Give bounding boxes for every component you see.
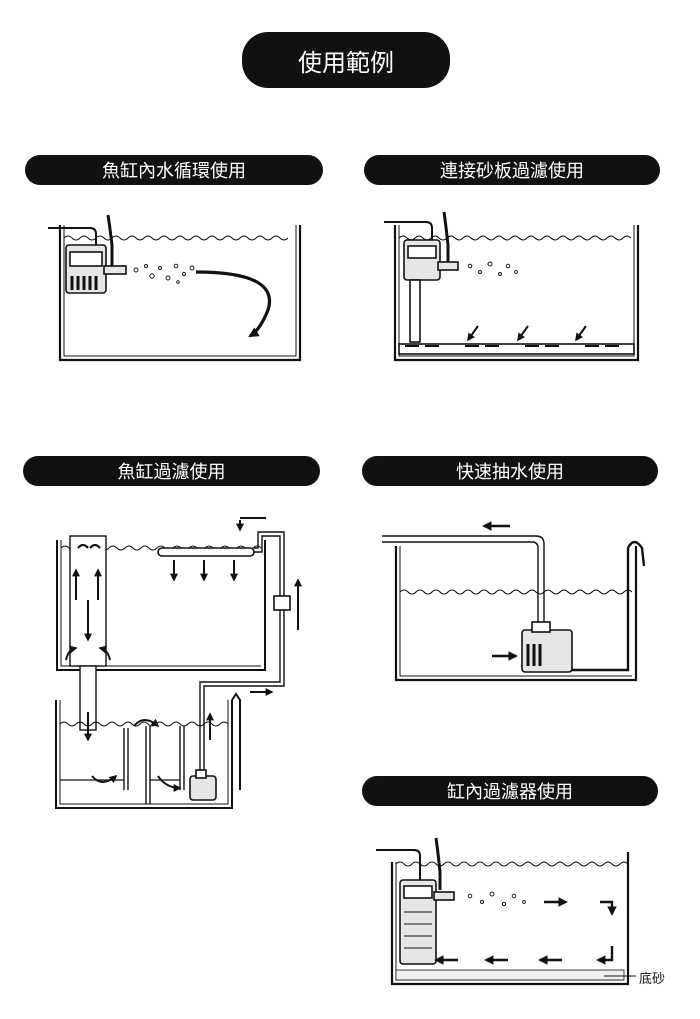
water-surface-wave [59,721,229,727]
pump-icon [521,621,573,673]
pump-icon [65,244,127,294]
pump-icon [403,239,459,343]
section-title-tank-filtration: 魚缸過濾使用 [23,456,320,486]
water-surface-wave [399,589,633,595]
diagram-tank-filtration [55,517,302,809]
water-surface-wave [398,235,632,241]
water-surface-wave [63,235,289,241]
diagram-quick-drain [382,521,646,682]
diagram-internal-filter [376,837,636,986]
diagram-internal-circulation [48,214,302,362]
section-title-quick-drain: 快速抽水使用 [362,456,658,486]
substrate-layer [395,969,625,981]
substrate-label: 底砂 [639,972,666,987]
diagram-undergravel-filter [384,211,640,362]
section-title-internal-circulation: 魚缸內水循環使用 [25,155,323,185]
bubbles-icon [133,263,195,284]
section-title-internal-filter: 缸內過濾器使用 [362,776,658,806]
water-surface-wave [395,861,629,867]
page-title: 使用範例 [242,32,450,88]
pump-icon [399,879,455,965]
section-title-undergravel-filter: 連接砂板過濾使用 [364,155,660,185]
bubbles-icon [467,261,518,276]
bubbles-icon [467,891,526,907]
pump-icon [189,769,217,801]
